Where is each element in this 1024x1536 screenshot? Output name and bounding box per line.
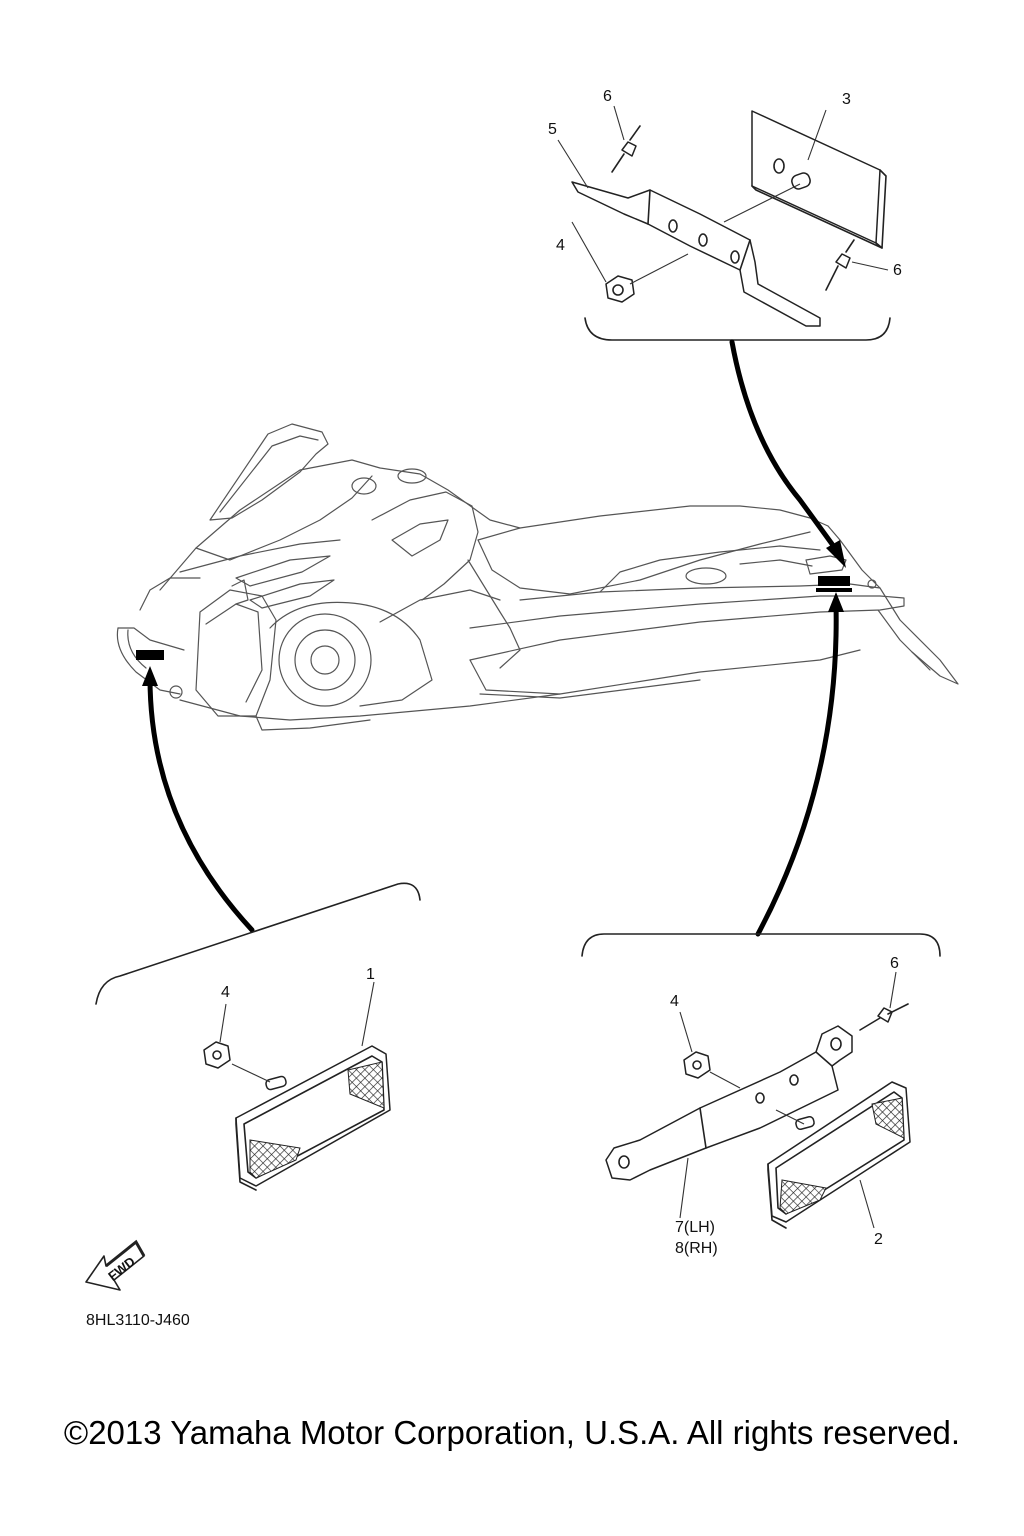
nut-part-4-front [203,1041,231,1069]
side-bracket-part-7-8 [605,1025,853,1181]
callout-4-front: 4 [221,984,230,1001]
rear-reflector-marker [818,576,850,586]
callout-7-lh: 7(LH) [675,1219,715,1236]
callout-5: 5 [548,121,557,138]
front-reflector-detail: 1 4 [95,882,421,1191]
callout-6-rear: 6 [890,955,899,972]
detail-frame [584,317,891,341]
plate-bracket-part-5 [571,181,821,327]
rivet-part-6-top-b [825,239,855,291]
callout-2: 2 [874,1231,883,1248]
copyright-notice: ©2013 Yamaha Motor Corporation, U.S.A. A… [63,1414,961,1451]
rivet-part-6-top-a [611,125,641,173]
license-plate-part-3 [751,110,887,249]
callout-6-top-a: 6 [603,88,612,105]
detail-frame-left [95,882,421,1005]
rear-reflector-part-2 [767,1081,911,1229]
nut-part-4-rear [683,1051,711,1079]
callout-1: 1 [366,966,375,983]
rear-plate-bracket-detail: 3 5 6 4 6 [548,88,902,341]
connector-lines [142,339,846,937]
nut-part-4-top [605,275,635,303]
snowmobile-outline [116,423,959,731]
front-reflector-marker [136,650,164,660]
fwd-arrow: FWD [85,1239,146,1291]
callout-4-top: 4 [556,237,565,254]
rear-reflector-detail: 6 4 7(LH) 8(RH) 2 [581,933,941,1257]
front-reflector-part-1 [235,1045,391,1191]
callout-4-rear: 4 [670,993,679,1010]
callout-8-rh: 8(RH) [675,1240,718,1257]
detail-frame-right [581,933,941,957]
diagram-code: 8HL3110-J460 [86,1312,190,1329]
rivet-part-6-rear [859,1003,909,1031]
callout-6-top-b: 6 [893,262,902,279]
callout-3: 3 [842,91,851,108]
